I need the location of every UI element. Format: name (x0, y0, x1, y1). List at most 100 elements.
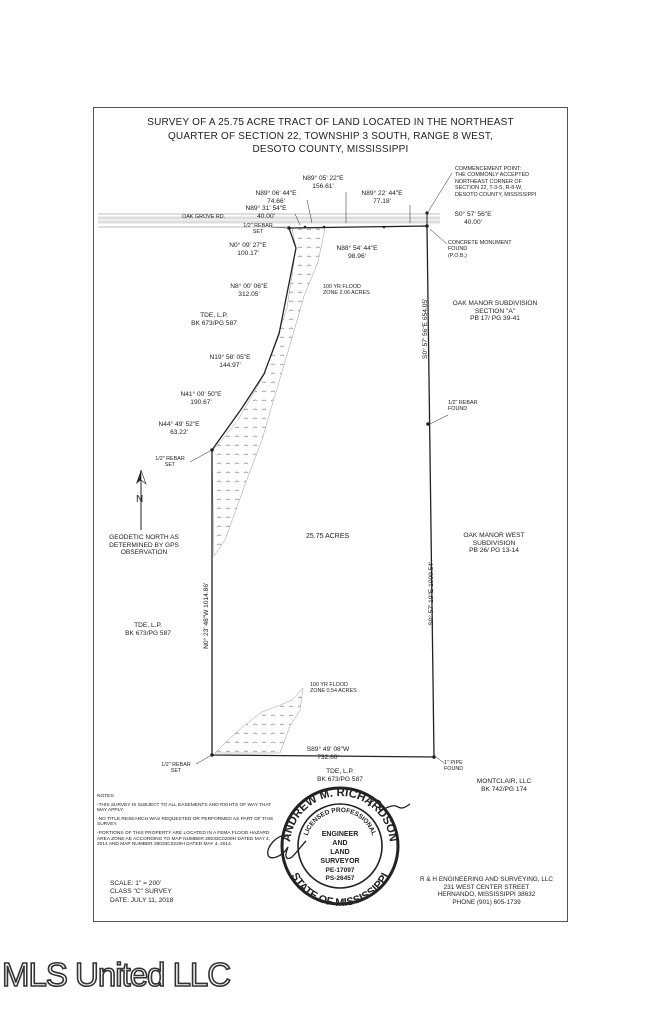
firm-name: R & H ENGINEERING AND SURVEYING, LLC (420, 876, 554, 883)
leader-rebar-set-1 (270, 226, 288, 229)
pipe-found-line2: FOUND (444, 766, 464, 773)
call-c6-dist: 100.17' (237, 249, 259, 257)
date-text: DATE: JULY 11, 2018 (110, 896, 174, 904)
call-c8-dist: 312.05' (238, 290, 260, 298)
call-c15-dist: 732.60' (317, 753, 339, 761)
geodetic-line1: GEODETIC NORTH AS (109, 534, 179, 541)
concrete-line3: (P.O.B.) (448, 252, 467, 259)
note-2: -NO TITLE RESEARCH WAS REQUESTED OR PERF… (97, 816, 274, 828)
scale-text: SCALE: 1" = 200' (110, 880, 162, 887)
rebar-found-line1: 1/2" REBAR (448, 400, 478, 406)
oak-manor-line3: PB 17/ PG 39-41 (470, 315, 520, 323)
call-c1-bearing: N89° 05' 22"E (302, 175, 344, 182)
note-3: -PORTIONS OF THIS PROPERTY ARE LOCATED I… (97, 830, 271, 848)
seal-line-ps: PS-26457 (326, 875, 355, 882)
call-c11-dist: 63.22' (170, 428, 188, 436)
leader-c2 (306, 199, 313, 224)
firm-block: R & H ENGINEERING AND SURVEYING, LLC 231… (420, 876, 553, 906)
tde2-line1: TDE, L.P. (134, 622, 162, 629)
call-c3-dist: 40.00' (257, 212, 275, 220)
seal-line-and: AND (332, 840, 347, 847)
leader-rebar-set-2 (189, 450, 211, 463)
class-text: CLASS "C" SURVEY (110, 888, 172, 896)
call-c9-bearing: N19° 58' 05"E (209, 354, 251, 361)
leader-c3 (294, 213, 301, 226)
call-c4-bearing: N89° 22' 44"E (361, 190, 403, 197)
geodetic-line3: OBSERVATION (120, 549, 168, 557)
tde2-line2: BK 673/PG 587 (125, 629, 171, 637)
tde3-line1: TDE, L.P. (326, 768, 354, 775)
seal-line-land: LAND (330, 849, 349, 856)
title-line-2: QUARTER OF SECTION 22, TOWNSHIP 3 SOUTH,… (167, 130, 494, 142)
rebar-set-2-line2: SET (164, 462, 176, 469)
commencement-label: COMMENCEMENT POINT: THE COMMONLY ACCEPTE… (455, 166, 536, 198)
call-c1-dist: 156.61' (312, 182, 334, 190)
survey-sheet-border (93, 107, 568, 922)
rebar-set-1-line1: 1/2" REBAR (243, 223, 273, 229)
call-c14: N0° 23' 48"W 1014.86' (203, 582, 211, 649)
note-1: -THIS SURVEY IS SUBJECT TO ALL EASEMENTS… (97, 802, 272, 814)
flood1-line2: ZONE 2.06 ACRES (323, 290, 370, 297)
call-c6-bearing: N0° 09' 27"E (229, 242, 267, 249)
notes-heading: NOTES: (97, 794, 115, 799)
title-line-1: SURVEY OF A 25.75 ACRE TRACT OF LAND LOC… (147, 117, 514, 128)
call-c10-bearing: N41° 00' 50"E (180, 391, 222, 398)
firm-phone: PHONE (901) 605-1739 (452, 898, 521, 906)
tde-label-north: TDE, L.P.BK 673/PG 587 (180, 312, 248, 327)
rebar-set-1-line2: SET (252, 229, 264, 236)
rebar-set-3-line1: 1/2" REBAR (161, 762, 191, 768)
call-c2-bearing: N89° 06' 44"E (255, 190, 297, 197)
call-c11-bearing: N44° 49' 52"E (158, 421, 200, 428)
call-c3-bearing: N89° 31' 54"E (245, 205, 287, 212)
call-c7-bearing: N88° 54' 44"E (336, 245, 378, 252)
corner-monuments (210, 211, 436, 759)
commencement-line5: DESOTO COUNTY, MISSISSIPPI (455, 191, 537, 198)
concrete-line2: FOUND (448, 246, 468, 253)
rebar-set-3-line2: SET (170, 768, 182, 775)
oak-manor-line2: SECTION "A" (474, 307, 516, 315)
call-c10-dist: 190.67' (190, 398, 212, 406)
call-c7-dist: 98.96' (348, 252, 366, 260)
pipe-found-line1: 1" PIPE (444, 760, 463, 766)
flood2-line1: 100 YR FLOOD (310, 682, 348, 688)
call-c9-dist: 144.97' (219, 361, 241, 369)
seal-line-surveyor: SURVEYOR (320, 858, 359, 865)
call-c5-bearing: S0° 57' 56"E (454, 211, 492, 218)
tract-boundary (211, 225, 435, 758)
leader-rebar-found (429, 414, 449, 425)
seal-line-engineer: ENGINEER (322, 831, 359, 838)
flood1-line1: 100 YR FLOOD (323, 284, 361, 290)
commencement-line2: THE COMMONLY ACCEPTED (455, 172, 530, 179)
tde3-line2: BK 673/PG 587 (317, 775, 363, 783)
oak-manor-west-line2: SUBDIVISION (472, 539, 516, 547)
title-line-3: DESOTO COUNTY, MISSISSIPPI (252, 144, 409, 155)
road-label: OAK GROVE RD. (182, 214, 226, 220)
survey-title: SURVEY OF A 25.75 ACRE TRACT OF LAND LOC… (93, 116, 568, 157)
commencement-line4: SECTION 22, T-3-S, R-8-W, (455, 185, 523, 192)
geodetic-line2: DETERMINED BY GPS (109, 541, 179, 549)
call-c5-dist: 40.00' (464, 218, 482, 226)
rebar-found-line2: FOUND (448, 406, 468, 413)
commencement-line1: COMMENCEMENT POINT: (455, 166, 522, 172)
